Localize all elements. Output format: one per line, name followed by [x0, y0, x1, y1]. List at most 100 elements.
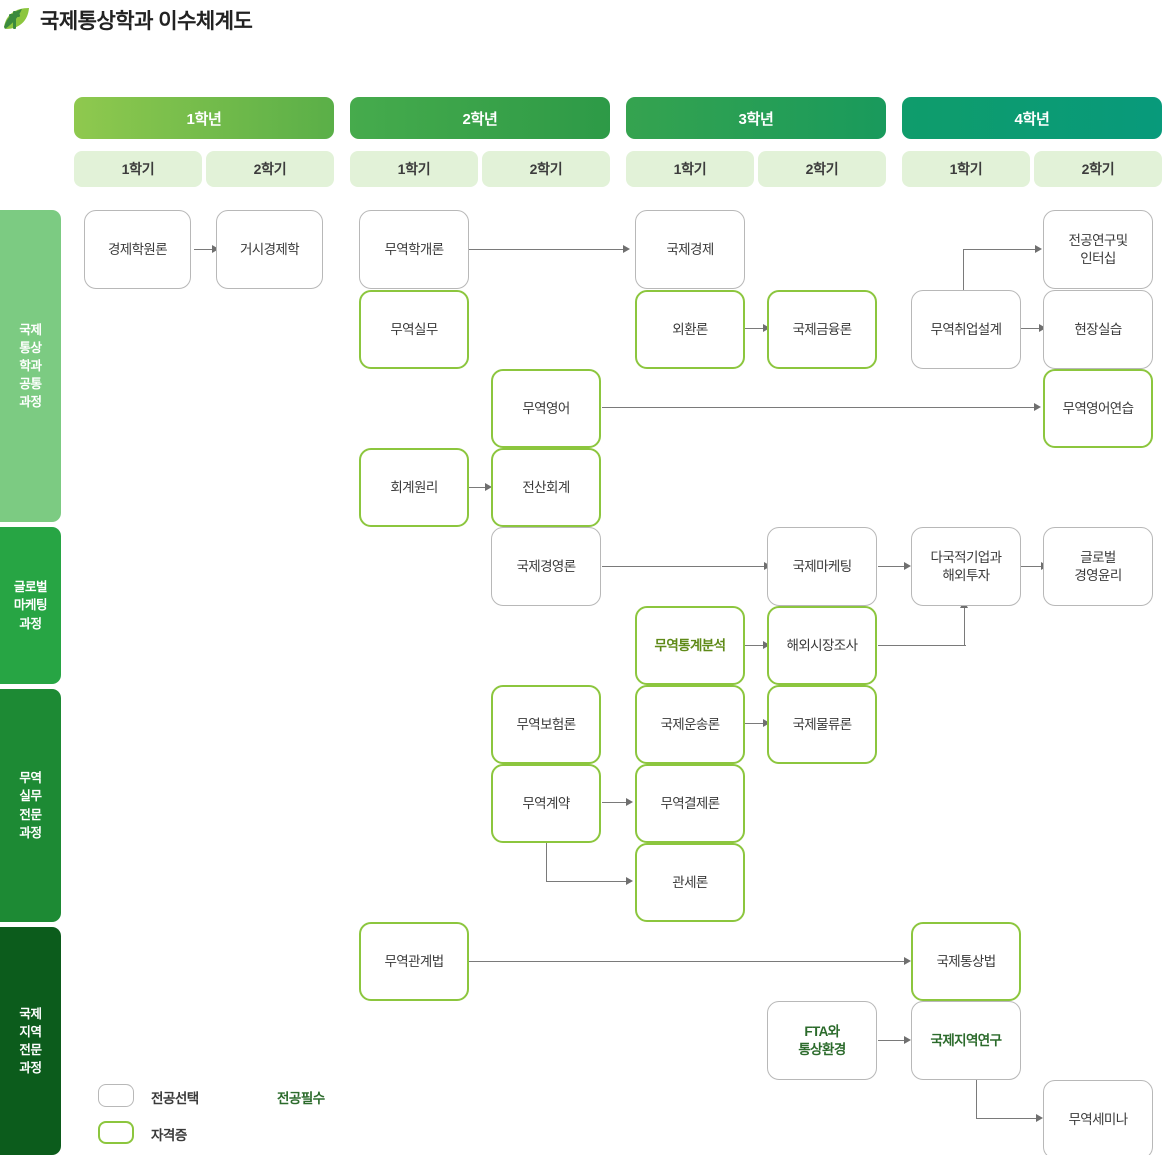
- arrowhead-c27-c28: [904, 957, 911, 965]
- course-label: 무역영어연습: [1062, 400, 1135, 416]
- course-node-gukjeunsongron[interactable]: 국제운송론: [635, 685, 745, 764]
- semester-1-2: 2학기: [206, 151, 334, 187]
- course-node-muyeokgwangyebeop[interactable]: 무역관계법: [359, 922, 469, 1001]
- connector-c30-c31-horizontal: [976, 1118, 1038, 1120]
- connector-c27-c28: [469, 961, 906, 963]
- course-label: 무역보험론: [516, 716, 576, 732]
- connector-c16-c17: [878, 566, 906, 568]
- course-node-gukjegyeongje[interactable]: 국제경제: [635, 210, 745, 289]
- semester-4-2-label: 2학기: [1081, 161, 1115, 177]
- connector-c8-c9-vertical: [963, 249, 965, 290]
- course-node-muyeoktonggyebunseok[interactable]: 무역통계분석: [635, 606, 745, 685]
- connector-c19-c20: [745, 645, 765, 647]
- course-node-gwanseron[interactable]: 관세론: [635, 843, 745, 922]
- course-label: 글로벌 경영윤리: [1074, 549, 1122, 583]
- course-label: 국제마케팅: [792, 558, 852, 574]
- course-node-muyeokhakgaeron[interactable]: 무역학개론: [359, 210, 469, 289]
- track-common: 국제 통상 학과 공통 과정: [0, 210, 61, 522]
- course-node-muyeokgyeyak[interactable]: 무역계약: [491, 764, 601, 843]
- course-node-gyeongjehagwonron[interactable]: 경제학원론: [84, 210, 191, 289]
- legend-label-elective: 전공선택: [151, 1091, 199, 1106]
- course-label: 무역관계법: [384, 953, 444, 969]
- course-label: 현장실습: [1074, 321, 1122, 337]
- course-node-geosigyeongjehak[interactable]: 거시경제학: [216, 210, 323, 289]
- page-title: 국제통상학과 이수체계도: [40, 10, 253, 33]
- course-node-gukjemulryuron[interactable]: 국제물류론: [767, 685, 877, 764]
- arrowhead-c29-c30: [904, 1036, 911, 1044]
- year-header-1-label: 1학년: [186, 110, 222, 128]
- course-node-fta-tongsanghwangyeong[interactable]: FTA와 통상환경: [767, 1001, 877, 1080]
- leaf-logo-icon: [2, 5, 32, 35]
- legend-label-cert: 자격증: [151, 1128, 187, 1143]
- year-header-2-label: 2학년: [462, 110, 498, 128]
- year-header-2: 2학년: [350, 97, 610, 139]
- course-label: 거시경제학: [239, 241, 300, 257]
- course-node-muyeokyeongeo[interactable]: 무역영어: [491, 369, 601, 448]
- semester-2-2-label: 2학기: [529, 161, 563, 177]
- course-label: 국제지역연구: [930, 1032, 1003, 1048]
- course-node-jeongongyeonguinteonship[interactable]: 전공연구및 인터십: [1043, 210, 1153, 289]
- course-node-gukjejiyeogyeongu[interactable]: 국제지역연구: [911, 1001, 1021, 1080]
- course-label: 관세론: [672, 874, 708, 890]
- semester-2-1: 1학기: [350, 151, 478, 187]
- course-node-gukjegyeongyeongron[interactable]: 국제경영론: [491, 527, 601, 606]
- course-node-dagukjeokgieopgwahaeoetuja[interactable]: 다국적기업과 해외투자: [911, 527, 1021, 606]
- track-regional-expert-label: 국제 지역 전문 과정: [19, 1006, 42, 1076]
- course-label: 무역학개론: [384, 241, 444, 257]
- connector-c30-c31-vertical: [976, 1077, 978, 1119]
- semester-3-1: 1학기: [626, 151, 754, 187]
- track-regional-expert: 국제 지역 전문 과정: [0, 927, 61, 1155]
- semester-3-2: 2학기: [758, 151, 886, 187]
- legend-swatch-elective: [98, 1084, 134, 1107]
- course-node-muyeokchwieopseolgye[interactable]: 무역취업설계: [911, 290, 1021, 369]
- course-node-muyeokyeongeoyeonseup[interactable]: 무역영어연습: [1043, 369, 1153, 448]
- course-label: 국제통상법: [936, 953, 996, 969]
- arrowhead-c24-c26: [626, 877, 633, 885]
- course-label: 전공연구및 인터십: [1068, 232, 1128, 266]
- connector-c3-c4: [469, 249, 625, 251]
- course-label: 무역계약: [522, 795, 570, 811]
- course-node-muyeoksemina[interactable]: 무역세미나: [1043, 1080, 1153, 1155]
- track-common-label: 국제 통상 학과 공통 과정: [19, 322, 42, 410]
- course-node-haeoesijangjosa[interactable]: 해외시장조사: [767, 606, 877, 685]
- connector-c11-c12: [602, 407, 1036, 409]
- arrowhead-c30-c31: [1036, 1114, 1043, 1122]
- course-label: 무역세미나: [1068, 1111, 1128, 1127]
- connector-c13-c14: [469, 487, 487, 489]
- course-node-hyeonjangsilseup[interactable]: 현장실습: [1043, 290, 1153, 369]
- course-node-gukjegeumyungron[interactable]: 국제금융론: [767, 290, 877, 369]
- course-node-geulrobeolgyeongyeongyunri[interactable]: 글로벌 경영윤리: [1043, 527, 1153, 606]
- course-node-muyeoksilmu[interactable]: 무역실무: [359, 290, 469, 369]
- course-node-jeonsanhoegye[interactable]: 전산회계: [491, 448, 601, 527]
- legend-swatch-cert: [98, 1121, 134, 1144]
- course-label: 전산회계: [522, 479, 570, 495]
- course-label: 국제경제: [666, 241, 714, 257]
- course-label: 국제운송론: [660, 716, 720, 732]
- track-trade-practice: 무역 실무 전문 과정: [0, 689, 61, 922]
- track-global-marketing-label: 글로벌 마케팅 과정: [13, 580, 48, 631]
- arrowhead-c13-c14: [485, 483, 492, 491]
- track-global-marketing: 글로벌 마케팅 과정: [0, 527, 61, 684]
- course-label: 다국적기업과 해외투자: [930, 549, 1003, 583]
- course-node-oehwanron[interactable]: 외환론: [635, 290, 745, 369]
- arrowhead-c8-c10: [1039, 324, 1046, 332]
- arrowhead-c19-c20: [763, 641, 770, 649]
- course-label: 국제물류론: [792, 716, 852, 732]
- semester-2-1-label: 1학기: [397, 161, 431, 177]
- legend-label-required: 전공필수: [277, 1091, 325, 1106]
- course-node-gukjemaketing[interactable]: 국제마케팅: [767, 527, 877, 606]
- connector-c8-c9-horizontal: [963, 249, 1037, 251]
- course-label: FTA와 통상환경: [798, 1023, 846, 1057]
- arrowhead-c11-c12: [1034, 403, 1041, 411]
- course-node-muyeokboheomron[interactable]: 무역보험론: [491, 685, 601, 764]
- course-label: 무역통계분석: [654, 637, 727, 653]
- arrowhead-c6-c7: [763, 324, 770, 332]
- course-label: 회계원리: [390, 479, 438, 495]
- connector-c6-c7: [745, 328, 765, 330]
- course-node-gukjetongsangbeop[interactable]: 국제통상법: [911, 922, 1021, 1001]
- course-node-hoegyewonri[interactable]: 회계원리: [359, 448, 469, 527]
- semester-1-1-label: 1학기: [121, 161, 155, 177]
- arrowhead-c24-c25: [626, 798, 633, 806]
- course-node-muyeokgyeoljeron[interactable]: 무역결제론: [635, 764, 745, 843]
